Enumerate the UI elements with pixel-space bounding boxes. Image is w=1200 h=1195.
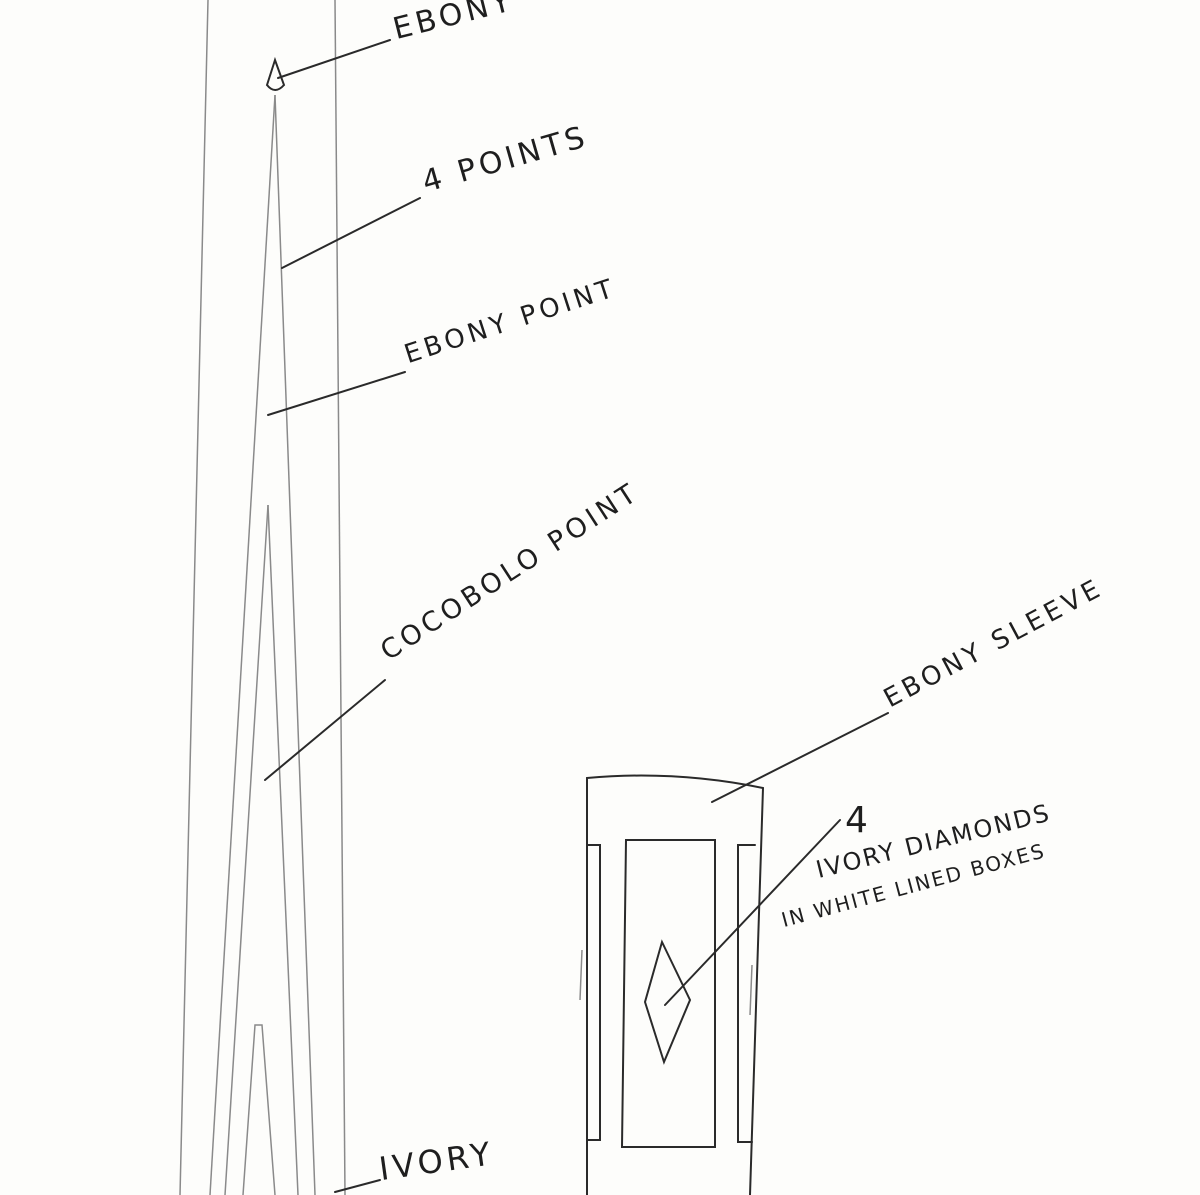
leader-lines xyxy=(264,39,889,1193)
tip-marker xyxy=(265,56,286,91)
forearm-outline xyxy=(179,0,346,1195)
ebony-points xyxy=(209,94,316,1195)
label-four: 4 xyxy=(845,800,872,841)
cocobolo-points xyxy=(224,504,299,1195)
sleeve xyxy=(579,774,765,1195)
ivory-points xyxy=(242,1024,276,1195)
